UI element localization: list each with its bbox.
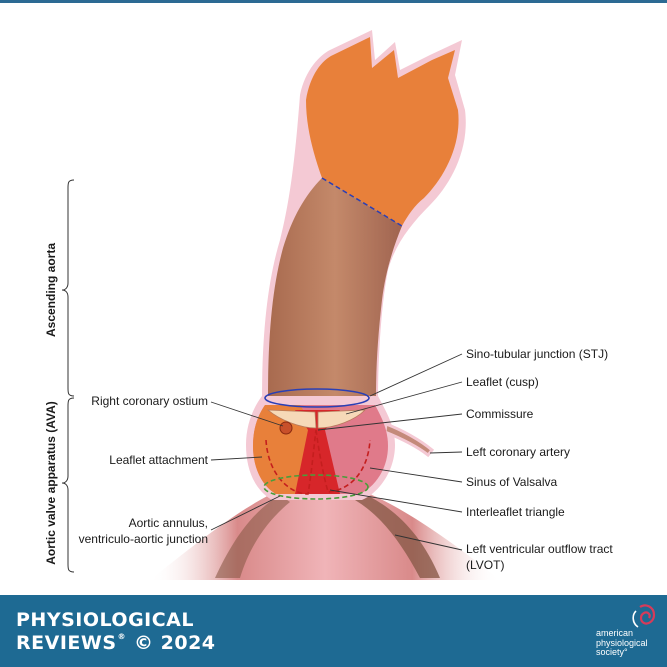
leader-lvot bbox=[394, 534, 463, 551]
left-coronary-artery-shape bbox=[383, 421, 435, 458]
journal-name-line2: REVIEWS® © 2024 bbox=[16, 632, 216, 654]
ascending-aorta-tube bbox=[268, 178, 402, 398]
label-leaflet: Leaflet (cusp) bbox=[466, 375, 539, 389]
leaflet-right bbox=[317, 409, 367, 429]
label-sinus: Sinus of Valsalva bbox=[466, 475, 557, 489]
label-interleaflet: Interleaflet triangle bbox=[466, 505, 565, 519]
leader-left-coronary bbox=[429, 451, 463, 454]
label-commissure: Commissure bbox=[466, 407, 534, 421]
leader-right-coronary bbox=[210, 401, 284, 427]
leader-annulus bbox=[210, 495, 281, 531]
leader-leaflet bbox=[345, 381, 463, 415]
lvot-left-wall bbox=[215, 495, 290, 578]
bracket-ascending bbox=[61, 179, 75, 397]
label-ascending-aorta: Ascending aorta bbox=[44, 243, 58, 337]
aortic-diagram: Sino-tubular junction (STJ) Leaflet (cus… bbox=[44, 30, 613, 580]
copyright-text: © 2024 bbox=[134, 632, 216, 654]
leader-interleaflet bbox=[329, 489, 463, 513]
aortic-arch bbox=[306, 37, 459, 226]
journal-name-reviews: REVIEWS bbox=[16, 632, 117, 654]
label-annulus-1: Aortic annulus, bbox=[129, 516, 208, 530]
leaflet-attachment-line bbox=[265, 429, 371, 495]
annulus-ring bbox=[263, 474, 369, 500]
label-ava: Aortic valve apparatus (AVA) bbox=[44, 401, 58, 565]
label-stj: Sino-tubular junction (STJ) bbox=[466, 347, 608, 361]
leader-commissure bbox=[317, 413, 463, 431]
bracket-ava bbox=[61, 397, 75, 573]
leader-leaflet-attachment bbox=[210, 456, 263, 461]
label-leaflet-attachment: Leaflet attachment bbox=[109, 453, 208, 467]
top-rule bbox=[0, 0, 667, 3]
label-lvot-2: (LVOT) bbox=[466, 558, 504, 572]
label-annulus-2: ventriculo-aortic junction bbox=[79, 532, 208, 546]
leader-stj bbox=[369, 353, 463, 397]
lvot-right-wall bbox=[355, 492, 440, 578]
right-coronary-ostium-marker bbox=[279, 421, 293, 435]
leaflet-left bbox=[266, 409, 317, 429]
society-name: american physiological society° bbox=[596, 628, 648, 658]
society-line1: american bbox=[596, 628, 634, 638]
aps-logo-icon bbox=[632, 604, 656, 628]
trademark-mark: ® bbox=[117, 632, 127, 641]
label-left-coronary: Left coronary artery bbox=[466, 445, 570, 459]
society-line3: society° bbox=[596, 647, 628, 657]
footer-bar: PHYSIOLOGICAL REVIEWS® © 2024 bbox=[0, 595, 667, 667]
leader-sinus bbox=[369, 467, 463, 483]
interleaflet-triangle-shape bbox=[295, 410, 340, 494]
label-lvot-1: Left ventricular outflow tract bbox=[466, 542, 613, 556]
label-right-coronary: Right coronary ostium bbox=[91, 394, 208, 408]
stj-ring bbox=[264, 388, 370, 408]
journal-name-line1: PHYSIOLOGICAL bbox=[16, 609, 194, 631]
society-line2: physiological bbox=[596, 637, 648, 648]
